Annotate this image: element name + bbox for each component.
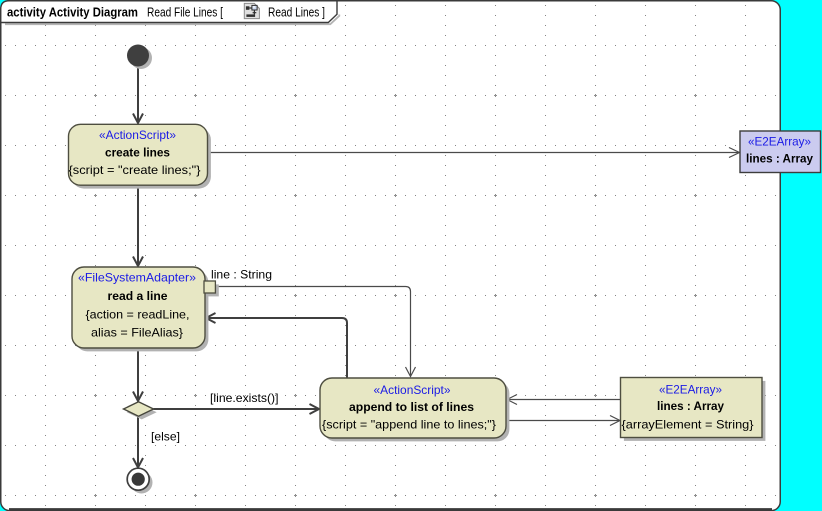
svg-text:read a line: read a line bbox=[108, 289, 168, 303]
svg-text:{script = "append line to line: {script = "append line to lines;"} bbox=[322, 417, 496, 431]
svg-text:{action = readLine,: {action = readLine, bbox=[86, 308, 190, 322]
svg-text:alias = FileAlias}: alias = FileAlias} bbox=[91, 326, 183, 340]
svg-text:«E2EArray»: «E2EArray» bbox=[659, 383, 722, 397]
svg-text:[else]: [else] bbox=[151, 430, 180, 444]
svg-text:[line.exists()]: [line.exists()] bbox=[210, 391, 279, 405]
svg-text:«E2EArray»: «E2EArray» bbox=[748, 135, 811, 149]
svg-text:line : String: line : String bbox=[211, 268, 272, 282]
svg-text:activity Activity Diagram: activity Activity Diagram bbox=[7, 5, 138, 20]
svg-text:{script = "create lines;"}: {script = "create lines;"} bbox=[69, 163, 201, 177]
svg-text:«FileSystemAdapter»: «FileSystemAdapter» bbox=[78, 271, 196, 285]
svg-text:lines : Array: lines : Array bbox=[657, 399, 724, 413]
svg-text:Read Lines ]: Read Lines ] bbox=[268, 5, 325, 20]
svg-text:{arrayElement = String}: {arrayElement = String} bbox=[622, 417, 754, 431]
svg-text:«ActionScript»: «ActionScript» bbox=[99, 128, 176, 142]
svg-text:create lines: create lines bbox=[105, 146, 170, 160]
svg-text:append to list of lines: append to list of lines bbox=[349, 400, 474, 414]
svg-text:«ActionScript»: «ActionScript» bbox=[374, 383, 451, 397]
svg-text:Read File Lines [: Read File Lines [ bbox=[147, 5, 223, 20]
svg-text:lines : Array: lines : Array bbox=[746, 152, 813, 166]
